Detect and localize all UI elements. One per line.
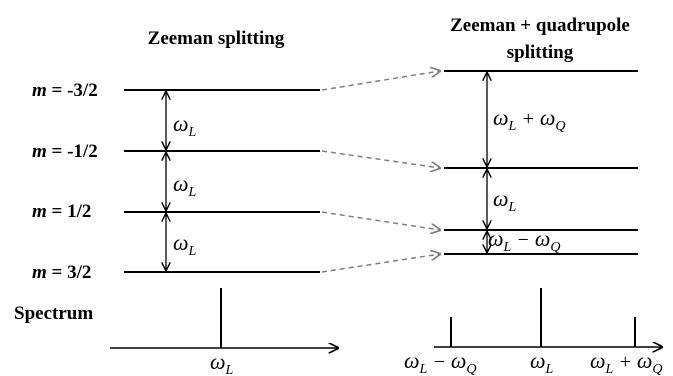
connector-pos-3-2 (321, 254, 440, 273)
left-gap-label-2: ωL (173, 171, 197, 200)
right-gap-label-3: ωL − ωQ (488, 226, 561, 255)
m-label-neg-3-2: m = -3/2 (32, 80, 98, 101)
left-title: Zeeman splitting (148, 28, 285, 49)
connector-neg-3-2 (321, 71, 440, 91)
spectrum-label: Spectrum (14, 303, 93, 324)
connector-pos-1-2 (321, 211, 440, 230)
connector-neg-1-2 (321, 150, 440, 168)
right-title-line2: splitting (507, 42, 574, 63)
right-spectrum-label-low: ωL − ωQ (404, 348, 477, 376)
left-gap-label-1: ωL (173, 111, 197, 140)
right-title-line1: Zeeman + quadrupole (450, 15, 630, 36)
m-label-neg-1-2: m = -1/2 (32, 141, 98, 162)
left-gap-label-3: ωL (173, 230, 197, 259)
left-spectrum-label: ωL (210, 349, 234, 376)
m-label-pos-3-2: m = 3/2 (32, 262, 91, 283)
right-spectrum-label-high: ωL + ωQ (590, 348, 663, 376)
right-gap-label-2: ωL (493, 186, 517, 215)
m-label-pos-1-2: m = 1/2 (32, 201, 91, 222)
right-spectrum-label-center: ωL (530, 348, 554, 376)
right-gap-label-1: ωL + ωQ (493, 105, 566, 134)
